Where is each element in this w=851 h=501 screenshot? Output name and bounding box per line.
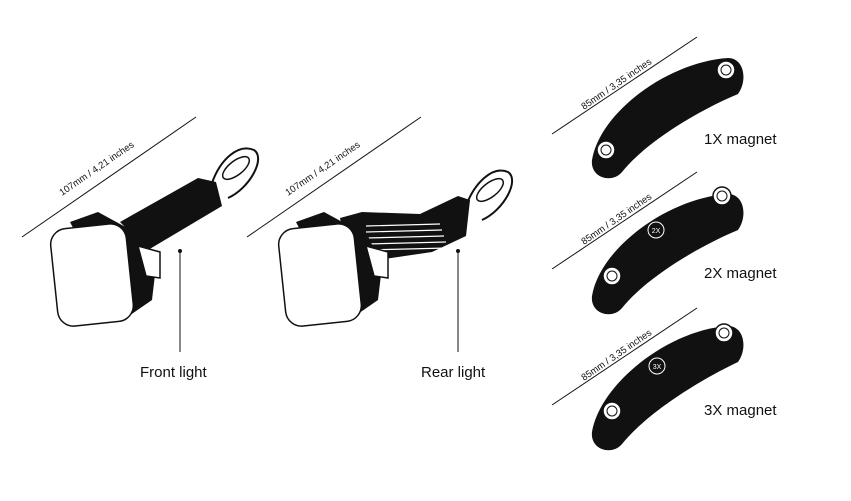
rear-light-dimension-label: 107mm / 4,21 inches bbox=[283, 139, 362, 198]
magnet-2x-badge: 2X bbox=[652, 228, 661, 235]
rear-light-illustration bbox=[277, 169, 514, 327]
magnet-1x-illustration bbox=[591, 58, 744, 179]
rear-light-leader-dot bbox=[456, 249, 460, 253]
front-light-label: Front light bbox=[140, 364, 207, 381]
front-light-leader-dot bbox=[178, 249, 182, 253]
magnet-1x-label: 1X magnet bbox=[704, 131, 777, 148]
magnet-3x-illustration: 3X bbox=[591, 323, 744, 451]
magnet-3x-badge: 3X bbox=[653, 364, 662, 371]
magnet-2x-label: 2X magnet bbox=[704, 265, 777, 282]
magnet-3x-label: 3X magnet bbox=[704, 402, 777, 419]
magnet-2x-illustration: 2X bbox=[591, 186, 744, 315]
front-light-dimension-label: 107mm / 4,21 inches bbox=[57, 139, 136, 198]
rear-light-label: Rear light bbox=[421, 364, 486, 381]
front-light-illustration bbox=[49, 147, 260, 327]
